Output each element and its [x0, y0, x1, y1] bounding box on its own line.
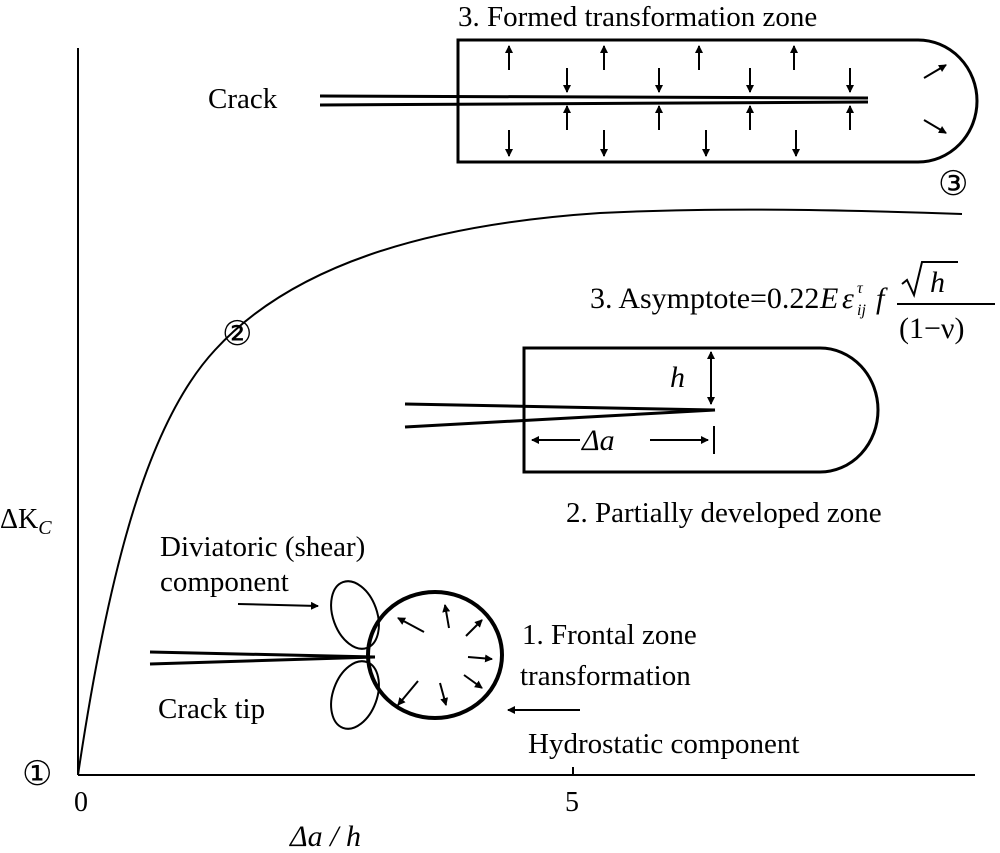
- zone3-outline: [456, 38, 979, 164]
- x-tick-label-5: 5: [565, 787, 579, 818]
- frontal-label-line1: 1. Frontal zone: [522, 619, 697, 651]
- asymptote-ij: ij: [857, 302, 866, 319]
- sqrt-sign: [901, 261, 958, 299]
- frontal-label-line2: transformation: [520, 660, 691, 692]
- shear-arrow: [237, 601, 319, 610]
- zone2-da-label: Δa: [581, 424, 615, 457]
- x-axis-label: Δa / h: [289, 820, 361, 853]
- zone1-crack-upper: [149, 650, 376, 659]
- zone3-arrows: [505, 45, 947, 157]
- hydrostatic-label: Hydrostatic component: [528, 728, 799, 760]
- shear-label-line2: component: [160, 566, 289, 598]
- y-axis-label: ΔKC: [0, 504, 52, 539]
- zone1-crack-lower: [149, 655, 376, 666]
- shear-lobe-upper: [330, 580, 380, 650]
- asymptote-tau: τ: [857, 280, 864, 297]
- marker-3: ③: [938, 166, 968, 203]
- asymptote-formula: 3. Asymptote=0.22 E ε τ ij f h (1−ν): [590, 261, 995, 345]
- shear-lobe-lower: [330, 660, 380, 730]
- zone2-crack-upper: [404, 402, 716, 412]
- zone2-h-label: h: [670, 361, 685, 394]
- marker-2: ②: [222, 316, 252, 353]
- asymptote-E: E: [819, 282, 838, 315]
- zone1-arrows: [397, 604, 493, 706]
- asymptote-f: f: [876, 282, 888, 315]
- asymptote-num-h: h: [930, 266, 945, 299]
- shear-label-line1: Diviatoric (shear): [160, 531, 365, 563]
- zone3-title: 3. Formed transformation zone: [458, 1, 817, 33]
- zone2-da-dimension: [531, 426, 715, 454]
- frontal-zone-circle: [366, 590, 504, 720]
- zone3-crack-lower: [319, 100, 869, 107]
- zone2-crack-lower: [404, 408, 716, 429]
- asymptote-prefix: 3. Asymptote=0.22: [590, 282, 819, 315]
- x-tick-label-0: 0: [74, 787, 88, 818]
- asymptote-denominator: (1−ν): [899, 312, 964, 345]
- zone3-crack-upper: [319, 94, 869, 100]
- asymptote-epsilon: ε: [842, 282, 854, 315]
- r-curve: [77, 208, 963, 776]
- zone3-crack-label: Crack: [208, 83, 278, 115]
- marker-1: ①: [22, 756, 52, 793]
- zone2-outline: [522, 346, 880, 474]
- zone2-title: 2. Partially developed zone: [566, 497, 882, 529]
- crack-tip-label: Crack tip: [158, 693, 265, 725]
